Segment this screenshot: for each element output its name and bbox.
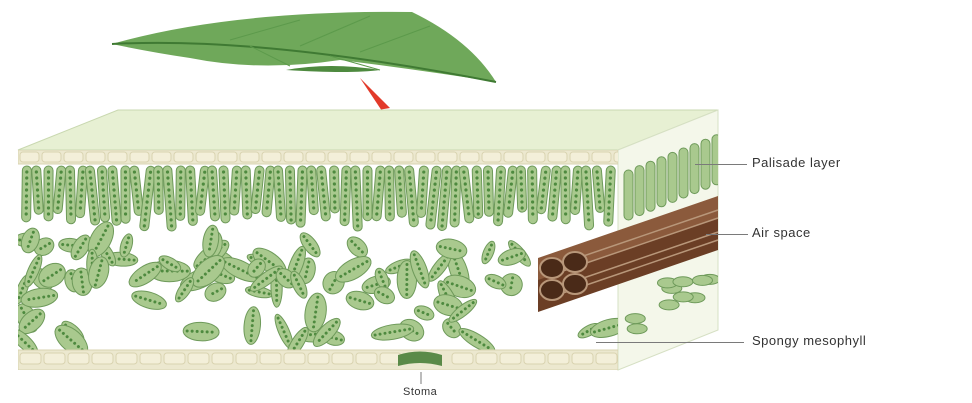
spongy-cell <box>625 314 645 324</box>
epidermis-cell <box>130 152 149 162</box>
epidermis-cell <box>108 152 127 162</box>
palisade-cell <box>22 166 32 222</box>
spongy-cell <box>627 324 647 334</box>
epidermis-cell <box>500 353 521 364</box>
air-space-leader-line <box>706 234 748 235</box>
epidermis-cell <box>438 152 457 162</box>
palisade-cell <box>561 166 570 224</box>
palisade-cell <box>646 161 655 211</box>
palisade-layer-label: Palisade layer <box>752 155 841 170</box>
epidermis-cell <box>308 353 329 364</box>
palisade-cell <box>472 166 483 219</box>
epidermis-cell <box>416 152 435 162</box>
palisade-cell <box>65 166 75 224</box>
epidermis-cell <box>356 353 377 364</box>
palisade-cell <box>679 148 688 198</box>
epidermis-cell <box>504 152 523 162</box>
epidermis-cell <box>482 152 501 162</box>
spongy-cell <box>673 277 693 287</box>
palisade-cell <box>296 166 307 227</box>
palisade-cell <box>154 166 164 215</box>
epidermis-cell <box>592 152 611 162</box>
air-space-label: Air space <box>752 225 811 240</box>
spongy-cell <box>673 292 693 302</box>
palisade-cell <box>483 166 493 217</box>
epidermis-cell <box>350 152 369 162</box>
epidermis-cell <box>460 152 479 162</box>
epidermis-cell <box>240 152 259 162</box>
epidermis-cell <box>332 353 353 364</box>
palisade-cell <box>528 166 538 224</box>
epidermis-cell <box>548 353 569 364</box>
palisade-cell <box>385 166 395 221</box>
epidermis-cell <box>64 152 83 162</box>
epidermis-cell <box>174 152 193 162</box>
lower-epidermis <box>18 350 618 370</box>
epidermis-cell <box>188 353 209 364</box>
palisade-cell <box>363 166 372 221</box>
epidermis-cell <box>548 152 567 162</box>
epidermis-cell <box>526 152 545 162</box>
palisade-cell <box>219 166 230 223</box>
epidermis-cell <box>372 152 391 162</box>
spongy-cell <box>659 300 679 310</box>
epidermis-cell <box>164 353 185 364</box>
epidermis-cell <box>42 152 61 162</box>
leaf-icon <box>112 12 496 82</box>
epidermis-cell <box>68 353 89 364</box>
epidermis-cell <box>116 353 137 364</box>
leaf-top-surface <box>18 110 718 150</box>
epidermis-cell <box>570 152 589 162</box>
palisade-cell <box>668 152 677 202</box>
epidermis-cell <box>572 353 593 364</box>
palisade-cell <box>176 166 186 220</box>
palisade-cell <box>657 157 666 207</box>
upper-epidermis <box>18 150 633 164</box>
epidermis-cell <box>328 152 347 162</box>
epidermis-cell <box>306 152 325 162</box>
epidermis-cell <box>262 152 281 162</box>
epidermis-cell <box>524 353 545 364</box>
palisade-cell <box>712 135 721 185</box>
epidermis-cell <box>394 152 413 162</box>
palisade-cell <box>624 170 633 220</box>
epidermis-cell <box>196 152 215 162</box>
epidermis-cell <box>476 353 497 364</box>
epidermis-cell <box>284 353 305 364</box>
epidermis-cell <box>140 353 161 364</box>
palisade-cell <box>690 144 699 194</box>
palisade-cell <box>44 166 53 221</box>
spongy-mesophyll-label: Spongy mesophyll <box>752 333 866 348</box>
palisade-cell <box>285 166 295 224</box>
palisade-cell <box>121 166 130 223</box>
palisade-cell <box>241 166 252 219</box>
palisade-cell <box>340 166 351 226</box>
epidermis-cell <box>218 152 237 162</box>
palisade-cell <box>635 166 644 216</box>
epidermis-cell <box>212 353 233 364</box>
spongy-leader-line <box>596 342 744 343</box>
epidermis-cell <box>20 353 41 364</box>
palisade-cell <box>516 166 527 212</box>
epidermis-cell <box>152 152 171 162</box>
palisade-cell <box>329 166 339 213</box>
epidermis-cell <box>236 353 257 364</box>
spongy-cell <box>692 275 712 285</box>
epidermis-cell <box>86 152 105 162</box>
palisade-leader-line <box>695 164 747 165</box>
epidermis-cell <box>596 353 617 364</box>
epidermis-cell <box>380 353 401 364</box>
epidermis-cell <box>284 152 303 162</box>
epidermis-cell <box>260 353 281 364</box>
epidermis-cell <box>452 353 473 364</box>
epidermis-cell <box>92 353 113 364</box>
stoma-label: Stoma <box>403 386 437 398</box>
epidermis-cell <box>44 353 65 364</box>
epidermis-cell <box>20 152 39 162</box>
